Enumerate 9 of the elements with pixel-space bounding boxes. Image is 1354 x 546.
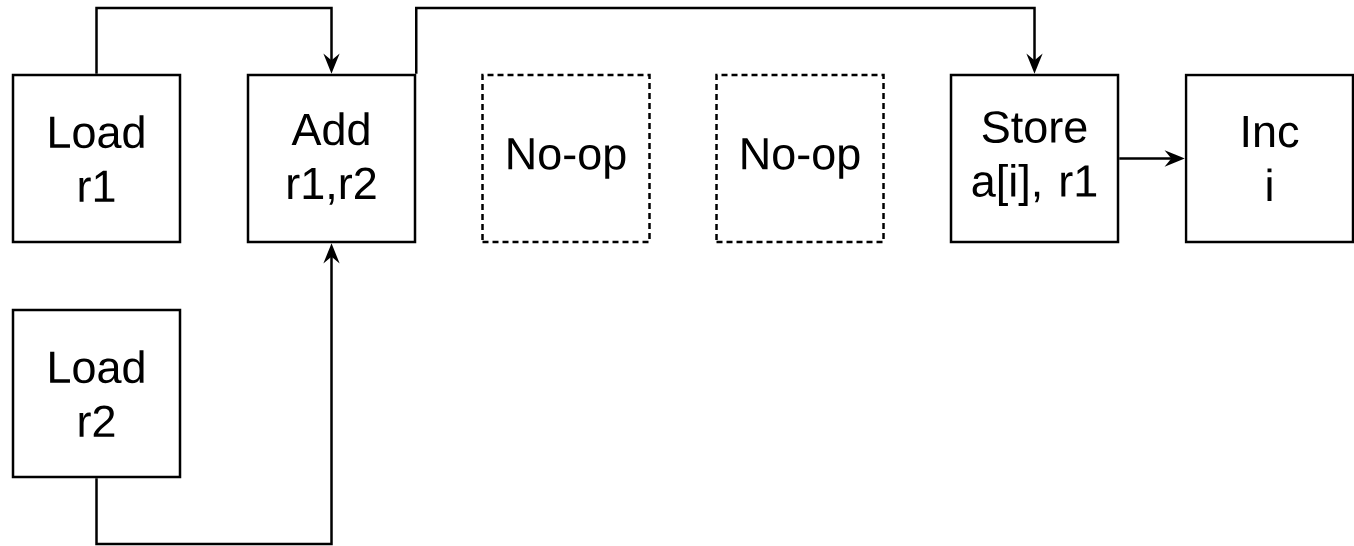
instruction-box: Store a[i], r1 bbox=[949, 73, 1120, 244]
arrow bbox=[95, 6, 340, 74]
instruction-box: Load r2 bbox=[11, 308, 182, 479]
instruction-box: Inc i bbox=[1184, 73, 1354, 244]
instruction-box: Load r1 bbox=[11, 73, 182, 244]
arrow bbox=[415, 6, 1043, 74]
placeholder-box: No-op bbox=[715, 73, 885, 244]
instruction-box: Add r1,r2 bbox=[246, 73, 417, 244]
placeholder-box: No-op bbox=[481, 73, 651, 244]
